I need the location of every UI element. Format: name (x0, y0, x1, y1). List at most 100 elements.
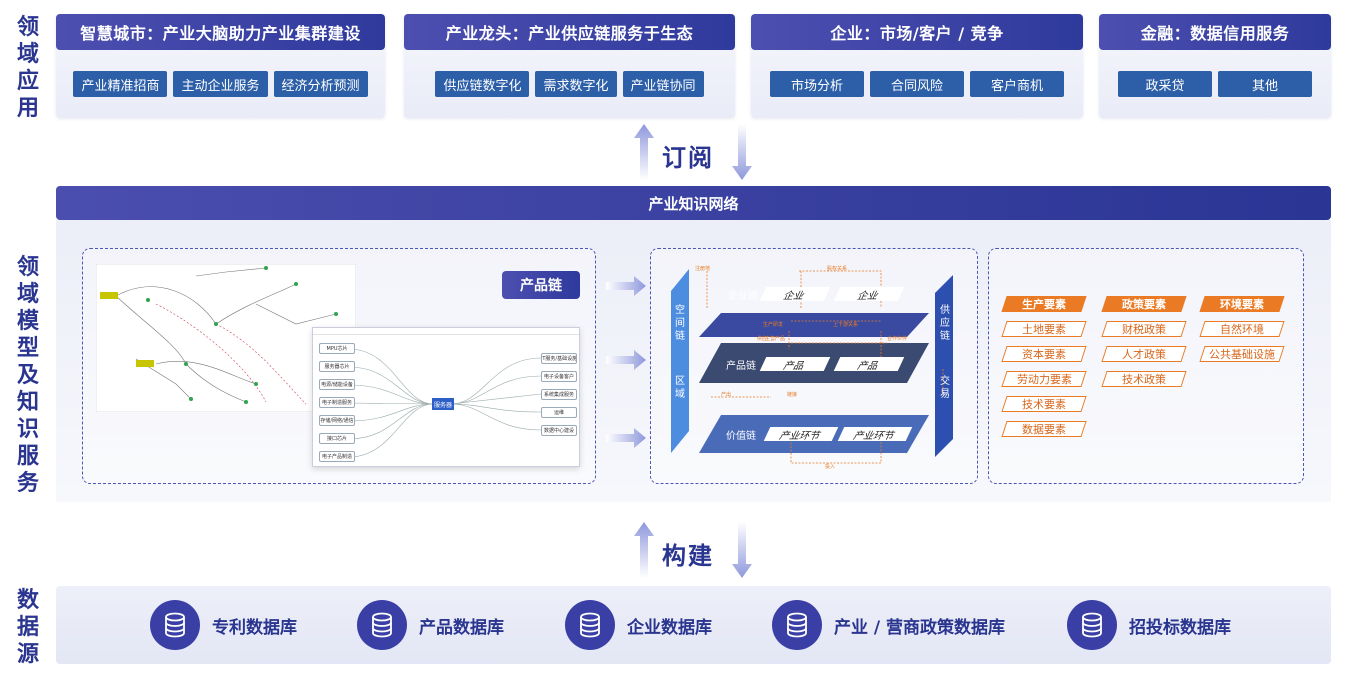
element-item-text: 资本要素 (1022, 348, 1066, 361)
mindmap-node: 数据中心建设 (541, 425, 577, 436)
element-item-text: 财税政策 (1122, 323, 1166, 336)
app-item[interactable]: 产业链协同 (622, 71, 704, 97)
data-source-panel (56, 586, 1331, 664)
app-card-enterprise: 企业：市场/客户 / 竞争 市场分析 合同风险 客户商机 (751, 14, 1083, 118)
trade-label: 交易 (940, 376, 950, 400)
data-source-item: 招投标数据库 (1067, 600, 1231, 650)
side-label-model: 领域模型及知识服务 (10, 254, 46, 497)
mindmap-node: 电子产品制造 (319, 451, 355, 462)
element-category-text: 政策要素 (1122, 298, 1166, 311)
knowledge-network-title: 产业知识网络 (56, 186, 1331, 220)
product-node: 产品 (833, 357, 905, 372)
app-item[interactable]: 产业精准招商 (73, 71, 168, 97)
database-icon (1067, 600, 1117, 650)
app-card-title: 产业龙头：产业供应链服务于生态 (404, 14, 735, 50)
element-category-title: 政策要素 (1101, 296, 1187, 312)
relation-label: 主营产品 (765, 336, 786, 342)
product-chain-label: 产品链 (726, 360, 756, 372)
app-item[interactable]: 经济分析预测 (273, 71, 368, 97)
value-node: 产业环节 (763, 427, 839, 442)
element-item-text: 人才政策 (1122, 348, 1166, 361)
element-item: 人才政策 (1101, 346, 1187, 362)
app-item[interactable]: 政采贷 (1118, 71, 1212, 97)
enterprise-node: 企业 (833, 287, 905, 302)
space-chain-bar (671, 269, 689, 453)
app-item[interactable]: 合同风险 (870, 71, 964, 97)
elements-box (988, 248, 1304, 484)
data-source-label: 产业 / 营商政策数据库 (834, 617, 1006, 638)
mindmap-node: 电子设备客户 (541, 371, 577, 382)
element-item-text: 自然环境 (1220, 323, 1264, 336)
database-icon (772, 600, 822, 650)
relation-label: 产出 (721, 392, 732, 398)
data-source-label: 专利数据库 (212, 617, 297, 638)
data-source-item: 专利数据库 (150, 600, 297, 650)
database-icon (150, 600, 200, 650)
mindmap-center-node: 服务器 (432, 398, 454, 410)
relation-label: 供应 (757, 336, 768, 342)
element-item-text: 数据要素 (1022, 423, 1066, 436)
element-item-text: 公共基础设施 (1209, 348, 1275, 361)
mindmap-node: 运维 (541, 407, 577, 418)
element-item-text: 劳动力要素 (1016, 373, 1072, 386)
app-card-title: 金融：数据信用服务 (1099, 14, 1331, 50)
element-item: 公共基础设施 (1199, 346, 1285, 362)
mindmap-node: 接口芯片 (319, 433, 355, 444)
mindmap-node: 电源/储能设备 (319, 379, 355, 390)
mindmap-node: IT服务/基础设施 (541, 353, 577, 364)
app-item[interactable]: 市场分析 (770, 71, 864, 97)
element-item: 自然环境 (1199, 321, 1285, 337)
app-item[interactable]: 需求数字化 (535, 71, 617, 97)
arrow-up-icon (634, 124, 654, 180)
element-category-text: 环境要素 (1220, 298, 1264, 311)
element-item: 劳动力要素 (1001, 371, 1087, 387)
mindmap-node: 电子制造服务 (319, 397, 355, 408)
value-chain-label: 价值链 (726, 430, 756, 442)
relation-label: 注册地 (695, 266, 711, 272)
supply-chain-label: 供应链 (940, 305, 950, 342)
space-chain-label: 空间链 (675, 305, 685, 342)
app-item[interactable]: 主动企业服务 (173, 71, 268, 97)
side-label-text: 数据源 (16, 588, 39, 667)
data-source-item: 产品数据库 (357, 600, 504, 650)
data-source-label: 产品数据库 (419, 617, 504, 638)
app-item[interactable]: 客户商机 (970, 71, 1064, 97)
value-node: 产业环节 (837, 427, 913, 442)
arrow-down-icon (732, 124, 752, 180)
data-source-item: 企业数据库 (565, 600, 712, 650)
database-icon (357, 600, 407, 650)
flow-label-subscribe: 订阅 (662, 144, 714, 172)
data-source-label: 企业数据库 (627, 617, 712, 638)
data-source-label: 招投标数据库 (1129, 617, 1231, 638)
relation-label: 链接 (787, 392, 798, 398)
element-item: 数据要素 (1001, 421, 1087, 437)
mindmap-node: 服务器芯片 (319, 361, 355, 372)
app-card-title: 企业：市场/客户 / 竞争 (751, 14, 1083, 50)
app-card-smart-city: 智慧城市：产业大脑助力产业集群建设 产业精准招商 主动企业服务 经济分析预测 (56, 14, 385, 118)
element-item: 财税政策 (1101, 321, 1187, 337)
app-card-industry-leader: 产业龙头：产业供应链服务于生态 供应链数字化 需求数字化 产业链协同 (404, 14, 735, 118)
flow-label-build: 构建 (662, 542, 714, 570)
supply-chain-bar (935, 275, 953, 457)
product-chain-mindmap: MPU芯片服务器芯片电源/储能设备电子制造服务存储/网络/通信接口芯片电子产品制… (312, 327, 580, 467)
relation-label: 上下游关系 (833, 322, 859, 328)
app-item[interactable]: 其他 (1218, 71, 1312, 97)
side-label-text: 领域模型及知识服务 (16, 255, 39, 496)
element-item-text: 土地要素 (1022, 323, 1066, 336)
mindmap-node: 系统集成服务 (541, 389, 577, 400)
arrow-down-icon (732, 522, 752, 578)
mindmap-node: 存储/网络/通信 (319, 415, 355, 426)
arrow-right-icon (606, 276, 646, 296)
region-label: 区域 (675, 376, 685, 400)
side-label-application: 领域应用 (10, 14, 46, 122)
database-icon (565, 600, 615, 650)
element-item: 技术要素 (1001, 396, 1087, 412)
arrow-right-icon (606, 428, 646, 448)
app-item[interactable]: 供应链数字化 (435, 71, 530, 97)
product-chain-badge: 产品链 (502, 271, 580, 299)
mindmap-node: MPU芯片 (319, 343, 355, 354)
element-category-text: 生产要素 (1022, 298, 1066, 311)
element-category-title: 生产要素 (1001, 296, 1087, 312)
enterprise-node: 企业 (759, 287, 831, 302)
